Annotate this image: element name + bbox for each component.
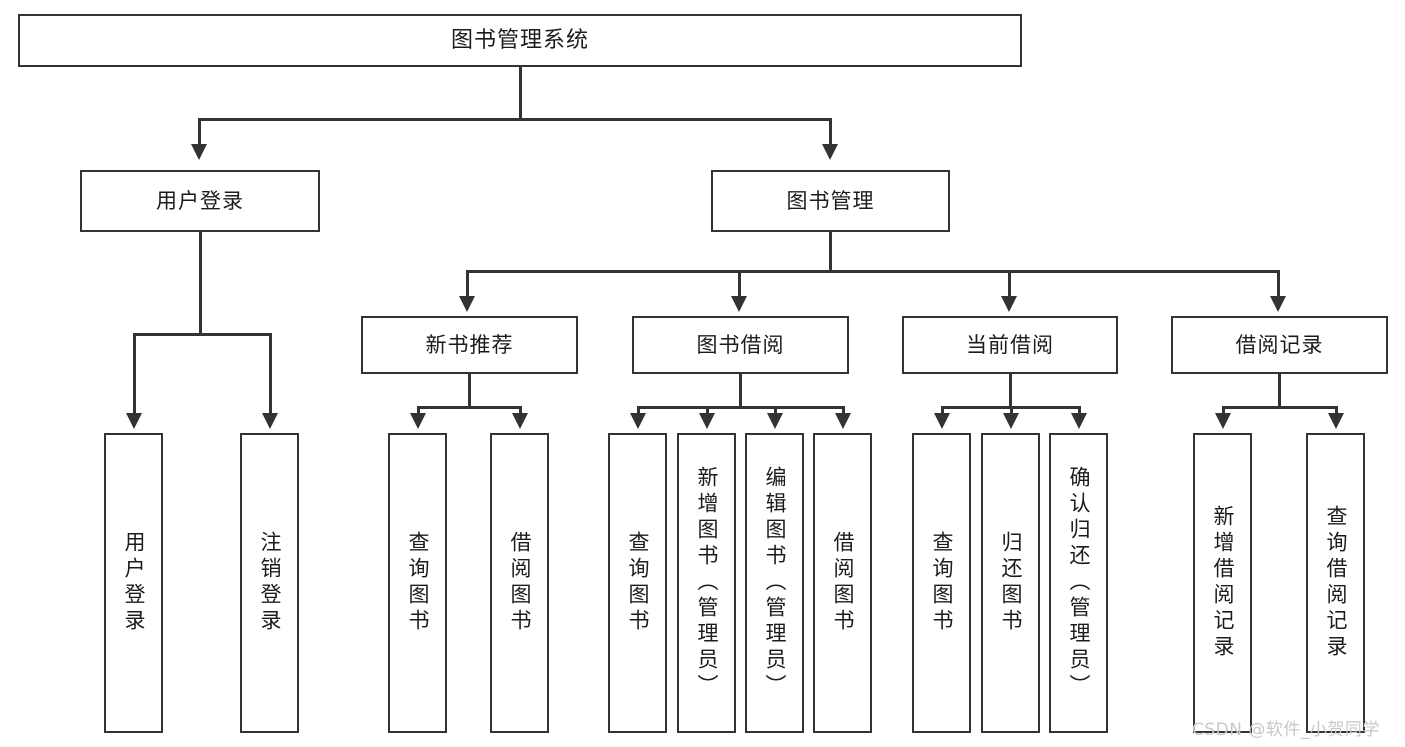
node-new-book-recommend[interactable]: 新书推荐 — [361, 316, 578, 374]
leaf-query-book-2[interactable]: 查询图书 — [608, 433, 667, 733]
arrowhead-leaf-query-book-1 — [410, 413, 426, 429]
connector-to-borrow-record — [1277, 270, 1280, 298]
node-label: 借阅图书 — [508, 531, 532, 635]
connector-current-borrow-drop-2 — [1010, 406, 1013, 415]
node-label: 借阅记录 — [1235, 332, 1324, 357]
arrowhead-to-user-login — [191, 144, 207, 160]
leaf-user-logout[interactable]: 注销登录 — [240, 433, 299, 733]
arrowhead-leaf-add-record — [1215, 413, 1231, 429]
node-label: 图书管理 — [786, 188, 875, 213]
connector-to-current-borrow — [1008, 270, 1011, 298]
connector-book-manage-stem — [829, 232, 832, 272]
connector-user-login-bar — [133, 333, 271, 336]
leaf-confirm-return[interactable]: 确认归还（管理员） — [1049, 433, 1108, 733]
node-label: 确认归还（管理员） — [1067, 466, 1091, 700]
connector-root-stem — [519, 67, 522, 119]
connector-book-borrow-stem — [739, 374, 742, 408]
connector-current-borrow-drop-1 — [941, 406, 944, 415]
leaf-add-record[interactable]: 新增借阅记录 — [1193, 433, 1252, 733]
connector-book-borrow-bar — [637, 406, 844, 409]
leaf-add-book[interactable]: 新增图书（管理员） — [677, 433, 736, 733]
leaf-return-book[interactable]: 归还图书 — [981, 433, 1040, 733]
node-label: 借阅图书 — [831, 531, 855, 635]
connector-borrow-record-bar — [1222, 406, 1337, 409]
arrowhead-to-book-borrow — [731, 296, 747, 312]
node-label: 用户登录 — [156, 188, 244, 213]
connector-book-borrow-drop-1 — [637, 406, 640, 415]
node-borrow-record[interactable]: 借阅记录 — [1171, 316, 1388, 374]
arrowhead-to-current-borrow — [1001, 296, 1017, 312]
node-current-borrow[interactable]: 当前借阅 — [902, 316, 1118, 374]
node-label: 编辑图书（管理员） — [763, 466, 787, 700]
connector-new-book-bar — [417, 406, 521, 409]
connector-borrow-record-stem — [1278, 374, 1281, 408]
arrowhead-leaf-confirm-return — [1071, 413, 1087, 429]
connector-book-borrow-drop-3 — [774, 406, 777, 415]
arrowhead-leaf-edit-book — [767, 413, 783, 429]
node-label: 查询借阅记录 — [1324, 505, 1348, 661]
connector-user-login-drop-1 — [133, 333, 136, 415]
connector-book-borrow-drop-2 — [706, 406, 709, 415]
connector-current-borrow-stem — [1009, 374, 1012, 408]
connector-book-manage-bar — [466, 270, 1279, 273]
node-label: 图书管理系统 — [450, 27, 589, 53]
leaf-borrow-book-1[interactable]: 借阅图书 — [490, 433, 549, 733]
node-root-system[interactable]: 图书管理系统 — [18, 14, 1022, 67]
node-label: 图书借阅 — [696, 332, 785, 357]
node-label: 用户登录 — [122, 531, 146, 635]
leaf-user-login[interactable]: 用户登录 — [104, 433, 163, 733]
connector-new-book-drop-1 — [417, 406, 420, 415]
connector-new-book-stem — [468, 374, 471, 408]
node-label: 当前借阅 — [966, 332, 1054, 357]
arrowhead-to-book-manage — [822, 144, 838, 160]
arrowhead-to-borrow-record — [1270, 296, 1286, 312]
connector-to-book-manage — [829, 118, 832, 146]
connector-borrow-record-drop-1 — [1222, 406, 1225, 415]
watermark-text: CSDN @软件_小贺同学 — [1192, 720, 1380, 740]
node-book-borrow[interactable]: 图书借阅 — [632, 316, 849, 374]
node-label: 新书推荐 — [425, 332, 514, 357]
leaf-query-book-1[interactable]: 查询图书 — [388, 433, 447, 733]
arrowhead-leaf-query-book-2 — [630, 413, 646, 429]
connector-new-book-drop-2 — [519, 406, 522, 415]
node-book-manage[interactable]: 图书管理 — [711, 170, 950, 232]
node-label: 归还图书 — [999, 531, 1023, 635]
connector-root-bar — [198, 118, 831, 121]
connector-user-login-drop-2 — [269, 333, 272, 415]
arrowhead-leaf-add-book — [699, 413, 715, 429]
node-user-login[interactable]: 用户登录 — [80, 170, 320, 232]
node-label: 新增借阅记录 — [1211, 505, 1235, 661]
node-label: 新增图书（管理员） — [695, 466, 719, 700]
arrowhead-leaf-user-logout — [262, 413, 278, 429]
connector-current-borrow-drop-3 — [1078, 406, 1081, 415]
arrowhead-leaf-borrow-book-1 — [512, 413, 528, 429]
connector-to-new-book-recommend — [466, 270, 469, 298]
arrowhead-leaf-return-book — [1003, 413, 1019, 429]
arrowhead-leaf-query-record — [1328, 413, 1344, 429]
connector-borrow-record-drop-2 — [1335, 406, 1338, 415]
connector-book-borrow-drop-4 — [842, 406, 845, 415]
arrowhead-leaf-borrow-book-2 — [835, 413, 851, 429]
node-label: 注销登录 — [258, 531, 282, 635]
leaf-borrow-book-2[interactable]: 借阅图书 — [813, 433, 872, 733]
leaf-query-record[interactable]: 查询借阅记录 — [1306, 433, 1365, 733]
connector-to-user-login — [198, 118, 201, 146]
arrowhead-leaf-query-book-3 — [934, 413, 950, 429]
node-label: 查询图书 — [626, 531, 650, 635]
connector-to-book-borrow — [738, 270, 741, 298]
arrowhead-leaf-user-login — [126, 413, 142, 429]
connector-user-login-stem — [199, 232, 202, 335]
leaf-query-book-3[interactable]: 查询图书 — [912, 433, 971, 733]
arrowhead-to-new-book-recommend — [459, 296, 475, 312]
node-label: 查询图书 — [406, 531, 430, 635]
leaf-edit-book[interactable]: 编辑图书（管理员） — [745, 433, 804, 733]
node-label: 查询图书 — [930, 531, 954, 635]
